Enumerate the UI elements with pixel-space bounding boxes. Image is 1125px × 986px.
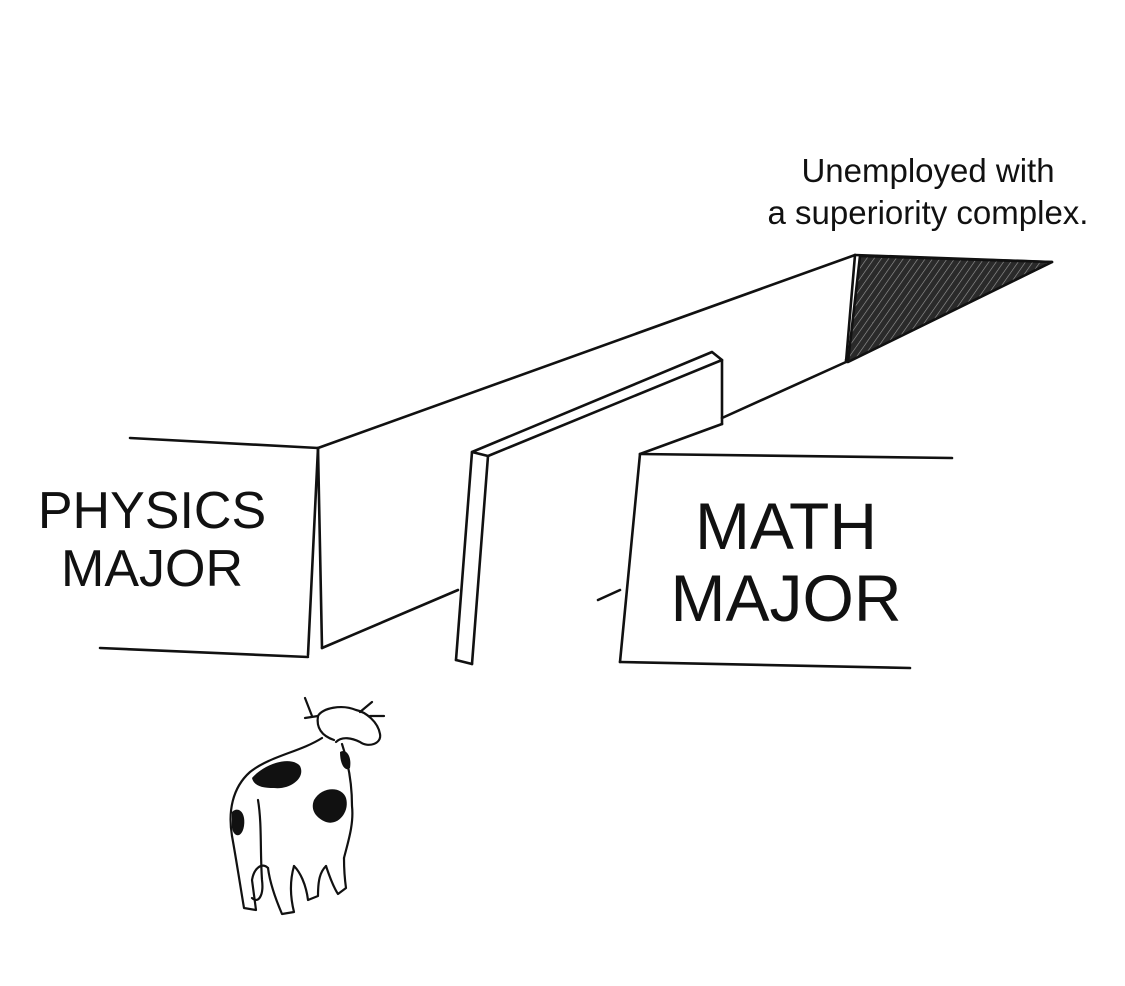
math-major-line-2: MAJOR — [670, 561, 902, 635]
math-major-label: MATH MAJOR — [636, 490, 936, 634]
dark-exit — [846, 254, 1054, 364]
outcome-label-line-2: a superiority complex. — [767, 194, 1089, 231]
left-wall-block — [98, 436, 324, 659]
cow-figure — [229, 696, 386, 916]
physics-major-line-2: MAJOR — [61, 540, 243, 598]
center-divider-wall — [454, 350, 724, 666]
cow-spots — [232, 750, 351, 836]
physics-major-line-1: PHYSICS — [37, 482, 267, 540]
outcome-label: Unemployed with a superiority complex. — [742, 150, 1114, 234]
physics-major-label: PHYSICS MAJOR — [8, 482, 296, 598]
outcome-label-line-1: Unemployed with — [801, 152, 1055, 189]
right-wall-block — [596, 360, 954, 670]
math-major-line-1: MATH — [694, 489, 878, 563]
